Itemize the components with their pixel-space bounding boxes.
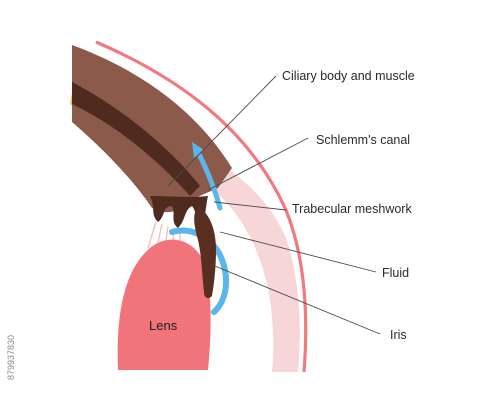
watermark-id: 879937830 [6,335,16,380]
leader-fluid [219,231,377,273]
iris [194,206,216,299]
label-schlemms-canal: Schlemm's canal [316,133,410,147]
leader-iris [209,263,381,335]
ciliary-processes [150,196,208,228]
label-fluid: Fluid [382,266,409,280]
sclera-outline [95,40,308,373]
label-ciliary-body: Ciliary body and muscle [282,69,415,83]
leader-schlemm [207,137,309,191]
leader-trabecular [213,201,287,211]
label-lens: Lens [149,318,178,333]
ciliary-body-dark-band [72,82,200,196]
cornea-band [210,168,300,372]
leader-ciliary [167,75,277,187]
label-iris: Iris [390,328,407,342]
label-trabecular-meshwork: Trabecular meshwork [292,202,412,216]
fluid-arrowhead [192,142,204,158]
lens [117,239,211,370]
ciliary-body [72,45,232,213]
